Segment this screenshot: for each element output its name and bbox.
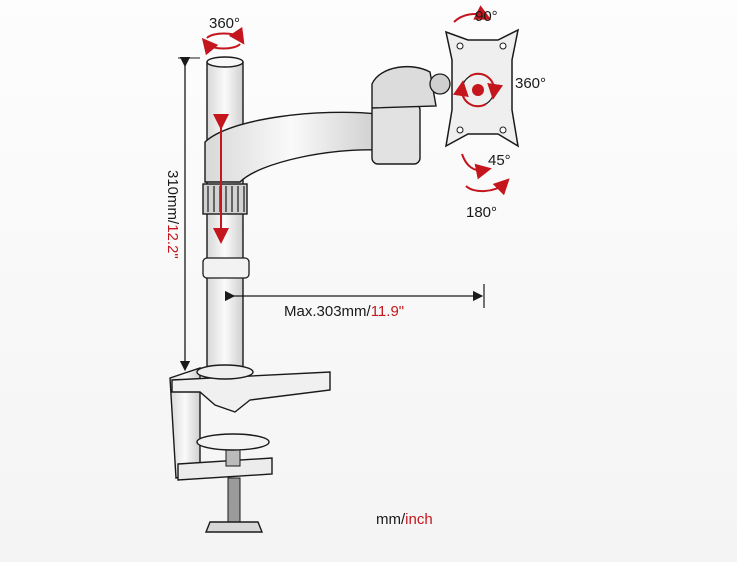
pole (196, 56, 254, 380)
height-mm: 310mm/ (164, 170, 181, 225)
vesa-plate (444, 28, 520, 148)
vesa-rotation-label: 360° (515, 75, 546, 92)
units-mm: mm/ (376, 511, 406, 528)
reach-label: Max.303mm/11.9" (284, 303, 404, 320)
height-inch: 12.2" (164, 224, 181, 259)
motion-arrows (201, 5, 510, 244)
reach-mm: Max.303mm/ (284, 303, 372, 320)
height-label: 310mm/12.2" (164, 170, 181, 259)
reach-dimension (224, 284, 485, 308)
reach-inch: 11.9" (371, 303, 404, 320)
pole-rotation-label: 360° (209, 15, 240, 32)
units-inch: inch (405, 511, 433, 528)
units-label: mm/inch (376, 511, 433, 528)
arm (204, 65, 451, 183)
desk-clamp (169, 367, 331, 533)
tilt-side-label: 45° (488, 152, 511, 169)
height-dimension (178, 56, 200, 372)
tilt-top-label: 90° (475, 8, 498, 25)
swivel-label: 180° (466, 204, 497, 221)
